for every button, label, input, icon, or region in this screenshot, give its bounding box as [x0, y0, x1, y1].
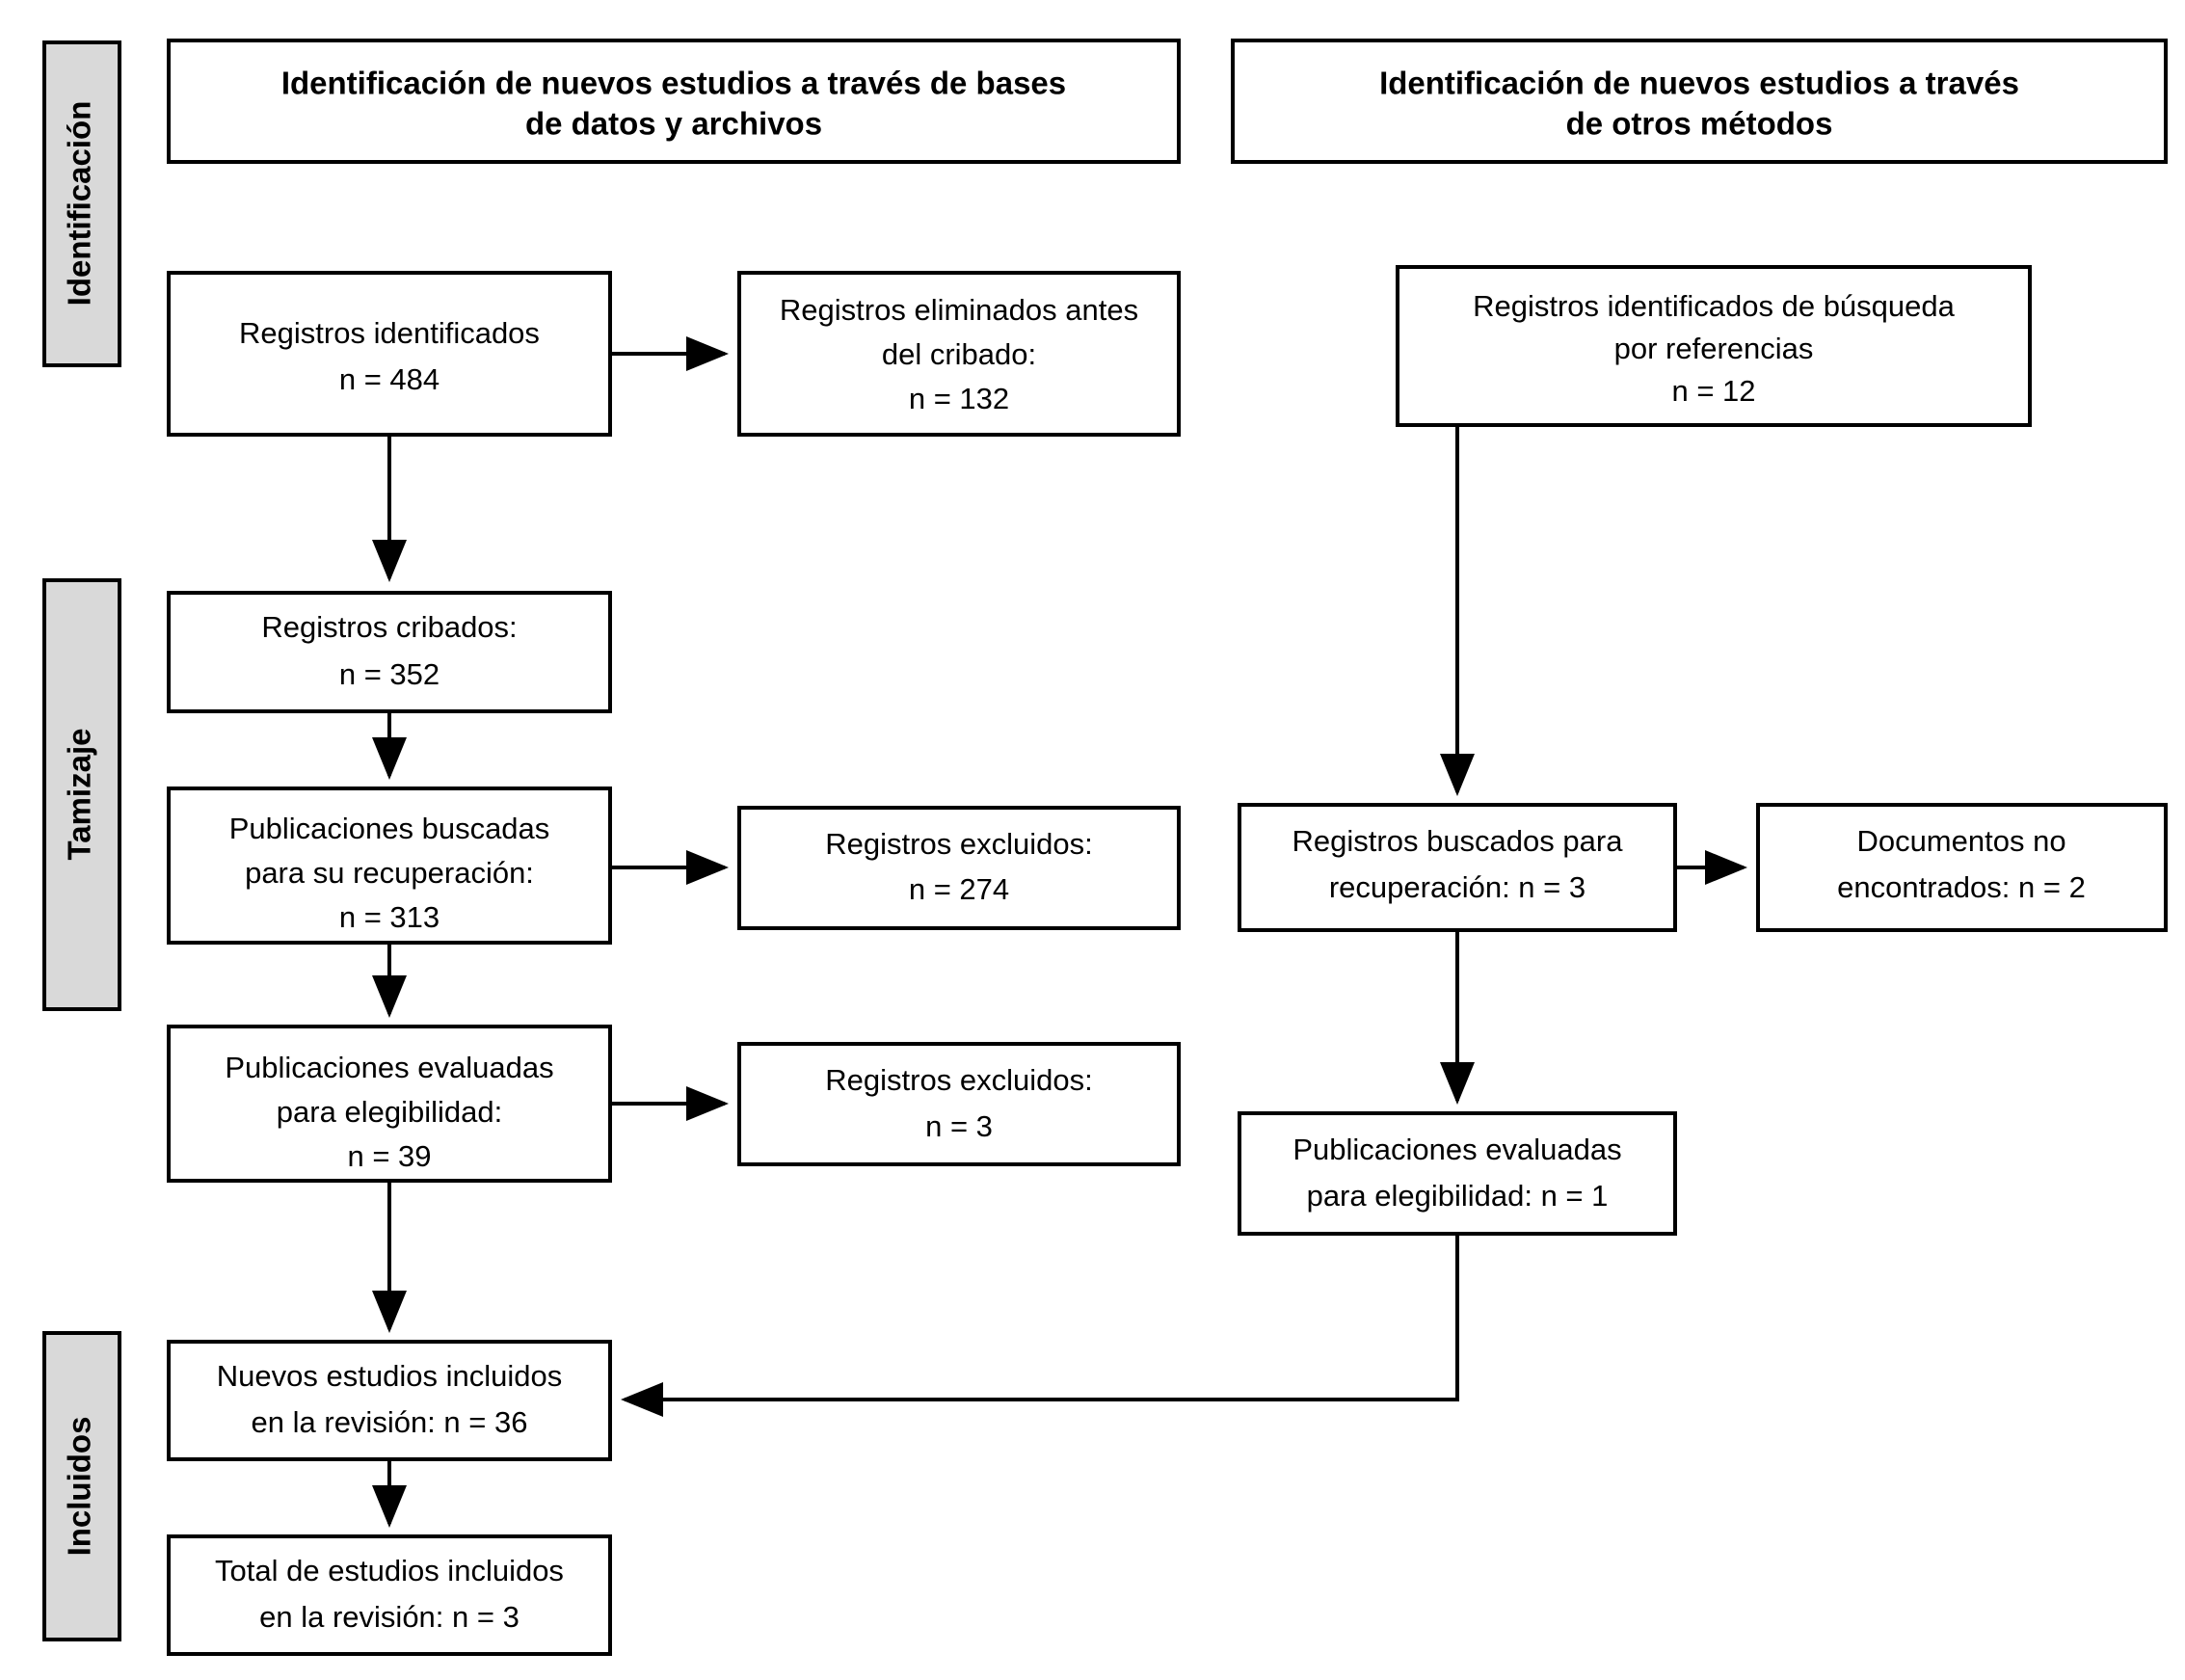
- box-records-removed-before-screening: Registros eliminados antes del cribado: …: [737, 271, 1181, 437]
- box-records-identified-citation-search: Registros identificados de búsqueda por …: [1396, 265, 2032, 427]
- box-records-excluded-screening-line1: Registros excluidos:: [825, 827, 1092, 861]
- box-reports-sought-line2: para su recuperación:: [245, 856, 534, 890]
- box-new-studies-included: Nuevos estudios incluidos en la revisión…: [167, 1340, 612, 1461]
- box-reports-sought-line1: Publicaciones buscadas: [229, 812, 550, 845]
- box-reports-assessed-line2: para elegibilidad:: [277, 1095, 502, 1129]
- box-reports-not-retrieved-line1: Documentos no: [1856, 824, 2065, 858]
- box-records-excluded-screening-line2: n = 274: [909, 872, 1009, 906]
- box-reports-not-retrieved-other: Documentos no encontrados: n = 2: [1756, 803, 2168, 932]
- box-records-screened-line1: Registros cribados:: [261, 610, 517, 644]
- header-box-databases: Identificación de nuevos estudios a trav…: [167, 39, 1181, 164]
- box-reports-assessed-line3: n = 39: [347, 1139, 431, 1173]
- box-reports-sought-line3: n = 313: [339, 900, 440, 934]
- box-reports-assessed-eligibility-other: Publicaciones evaluadas para elegibilida…: [1238, 1111, 1677, 1236]
- header-databases-line2: de datos y archivos: [525, 106, 822, 142]
- box-citation-search-line1: Registros identificados de búsqueda: [1473, 289, 1956, 323]
- box-records-removed-line1: Registros eliminados antes: [780, 293, 1138, 327]
- header-other-methods-line2: de otros métodos: [1566, 106, 1833, 142]
- box-reports-assessed-other-line2: para elegibilidad: n = 1: [1307, 1179, 1609, 1213]
- box-records-screened: Registros cribados: n = 352: [167, 591, 612, 713]
- box-new-studies-line2: en la revisión: n = 36: [252, 1405, 528, 1439]
- box-reports-sought-retrieval: Publicaciones buscadas para su recuperac…: [167, 787, 612, 945]
- box-records-screened-line2: n = 352: [339, 657, 440, 691]
- box-records-removed-line2: del cribado:: [882, 337, 1036, 371]
- stage-label-tamizaje: Tamizaje: [62, 729, 97, 861]
- box-records-excluded-screening: Registros excluidos: n = 274: [737, 806, 1181, 930]
- box-records-identified-line1: Registros identificados: [239, 316, 540, 350]
- stage-sidebar-identificacion: Identificación: [42, 40, 121, 367]
- box-reports-assessed-line1: Publicaciones evaluadas: [225, 1051, 553, 1084]
- stage-label-incluidos: Incluidos: [62, 1417, 97, 1557]
- box-records-excluded-eligibility-line1: Registros excluidos:: [825, 1063, 1092, 1097]
- box-reports-sought-other-line1: Registros buscados para: [1292, 824, 1624, 858]
- stage-sidebar-incluidos: Incluidos: [42, 1331, 121, 1641]
- stage-sidebar-tamizaje: Tamizaje: [42, 578, 121, 1011]
- box-citation-search-line2: por referencias: [1614, 332, 1814, 365]
- box-records-excluded-eligibility-line2: n = 3: [925, 1109, 993, 1143]
- box-reports-sought-other-line2: recuperación: n = 3: [1329, 870, 1585, 904]
- box-total-studies-line1: Total de estudios incluidos: [215, 1554, 564, 1587]
- box-records-removed-line3: n = 132: [909, 382, 1009, 415]
- box-reports-assessed-other-line1: Publicaciones evaluadas: [1292, 1133, 1621, 1166]
- box-total-studies-included: Total de estudios incluidos en la revisi…: [167, 1534, 612, 1656]
- box-reports-sought-retrieval-other: Registros buscados para recuperación: n …: [1238, 803, 1677, 932]
- box-reports-not-retrieved-line2: encontrados: n = 2: [1837, 870, 2086, 904]
- box-records-identified-line2: n = 484: [339, 362, 440, 396]
- stage-label-identificacion: Identificación: [62, 101, 97, 307]
- header-other-methods-line1: Identificación de nuevos estudios a trav…: [1379, 66, 2019, 101]
- connector-assessed-other-to-included: [621, 1234, 1459, 1417]
- header-databases-line1: Identificación de nuevos estudios a trav…: [281, 66, 1066, 101]
- box-records-excluded-eligibility: Registros excluidos: n = 3: [737, 1042, 1181, 1166]
- box-new-studies-line1: Nuevos estudios incluidos: [217, 1359, 562, 1393]
- box-records-identified: Registros identificados n = 484: [167, 271, 612, 437]
- box-citation-search-line3: n = 12: [1671, 374, 1755, 408]
- box-total-studies-line2: en la revisión: n = 3: [259, 1600, 520, 1634]
- header-box-other-methods: Identificación de nuevos estudios a trav…: [1231, 39, 2168, 164]
- box-reports-assessed-eligibility: Publicaciones evaluadas para elegibilida…: [167, 1025, 612, 1183]
